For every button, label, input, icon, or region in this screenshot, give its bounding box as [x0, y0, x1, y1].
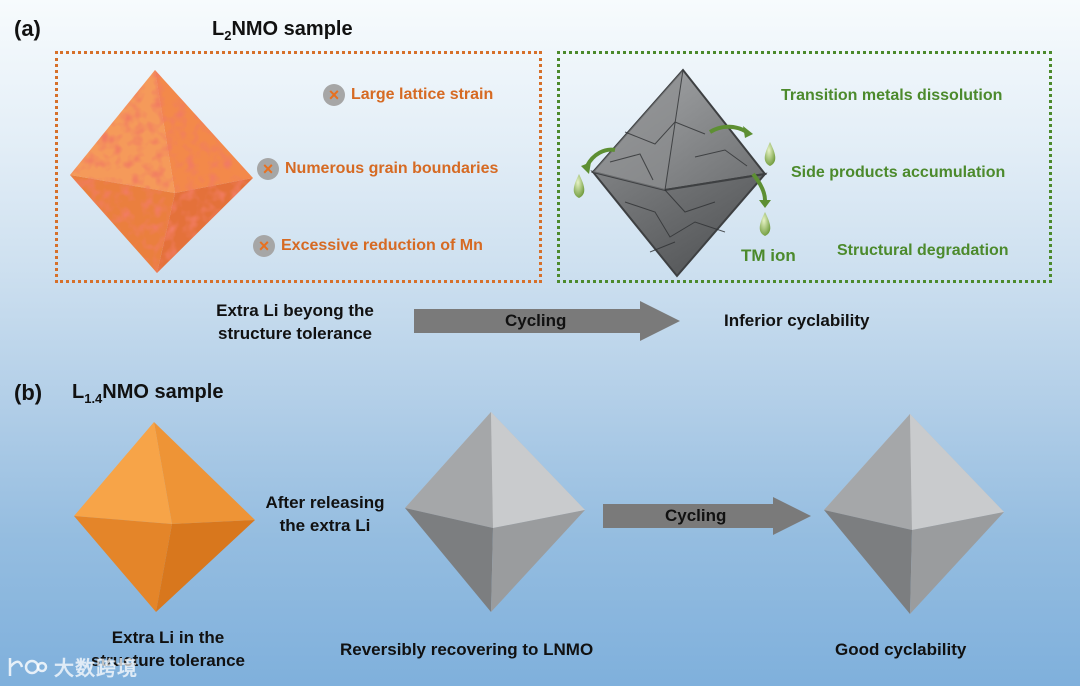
inferior-cyclability-text: Inferior cyclability	[724, 311, 870, 330]
cycling-arrow-a	[414, 301, 680, 341]
l2nmo-octahedron	[70, 70, 253, 273]
lnmo-octahedron-middle	[405, 412, 585, 612]
cycling-label-b: Cycling	[665, 506, 727, 525]
x-mark-icon: ×	[323, 84, 345, 106]
x-mark-icon: ×	[257, 158, 279, 180]
lnmo-octahedron-right	[824, 414, 1004, 614]
extra-li-beyond-text: Extra Li beyong the structure tolerance	[216, 301, 374, 343]
consequence-side-products: Side products accumulation	[791, 164, 1006, 181]
watermark-logo-icon	[8, 657, 48, 676]
issue-grain-boundaries: × Numerous grain boundaries	[257, 158, 498, 180]
cycling-arrow-b	[603, 497, 811, 535]
after-releasing-text: After releasing the extra Li	[265, 493, 385, 535]
issue-lattice-strain: × Large lattice strain	[323, 84, 493, 106]
x-mark-icon: ×	[253, 235, 275, 257]
panel-b-label: (b)	[14, 380, 43, 405]
consequence-tm-dissolution: Transition metals dissolution	[781, 87, 1003, 104]
cracked-octahedron	[573, 68, 776, 278]
panel-b-title: L1.4NMO sample	[72, 381, 224, 406]
consequence-structural-degradation: Structural degradation	[837, 242, 1009, 259]
cycling-label-a: Cycling	[505, 311, 567, 330]
issue-mn-reduction: × Excessive reduction of Mn	[253, 235, 483, 257]
tm-ion-label: TM ion	[741, 246, 796, 265]
orange-issue-box	[55, 51, 542, 283]
panel-a-label: (a)	[14, 16, 41, 41]
green-consequence-box	[557, 51, 1052, 283]
extra-li-in-text: Extra Li in the structure tolerance	[91, 628, 245, 670]
reversibly-recovering-text: Reversibly recovering to LNMO	[340, 640, 594, 659]
l14nmo-octahedron	[74, 422, 255, 612]
watermark: 大数跨境	[6, 652, 138, 681]
good-cyclability-text: Good cyclability	[835, 640, 967, 659]
panel-a-title: L2NMO sample	[212, 18, 353, 43]
